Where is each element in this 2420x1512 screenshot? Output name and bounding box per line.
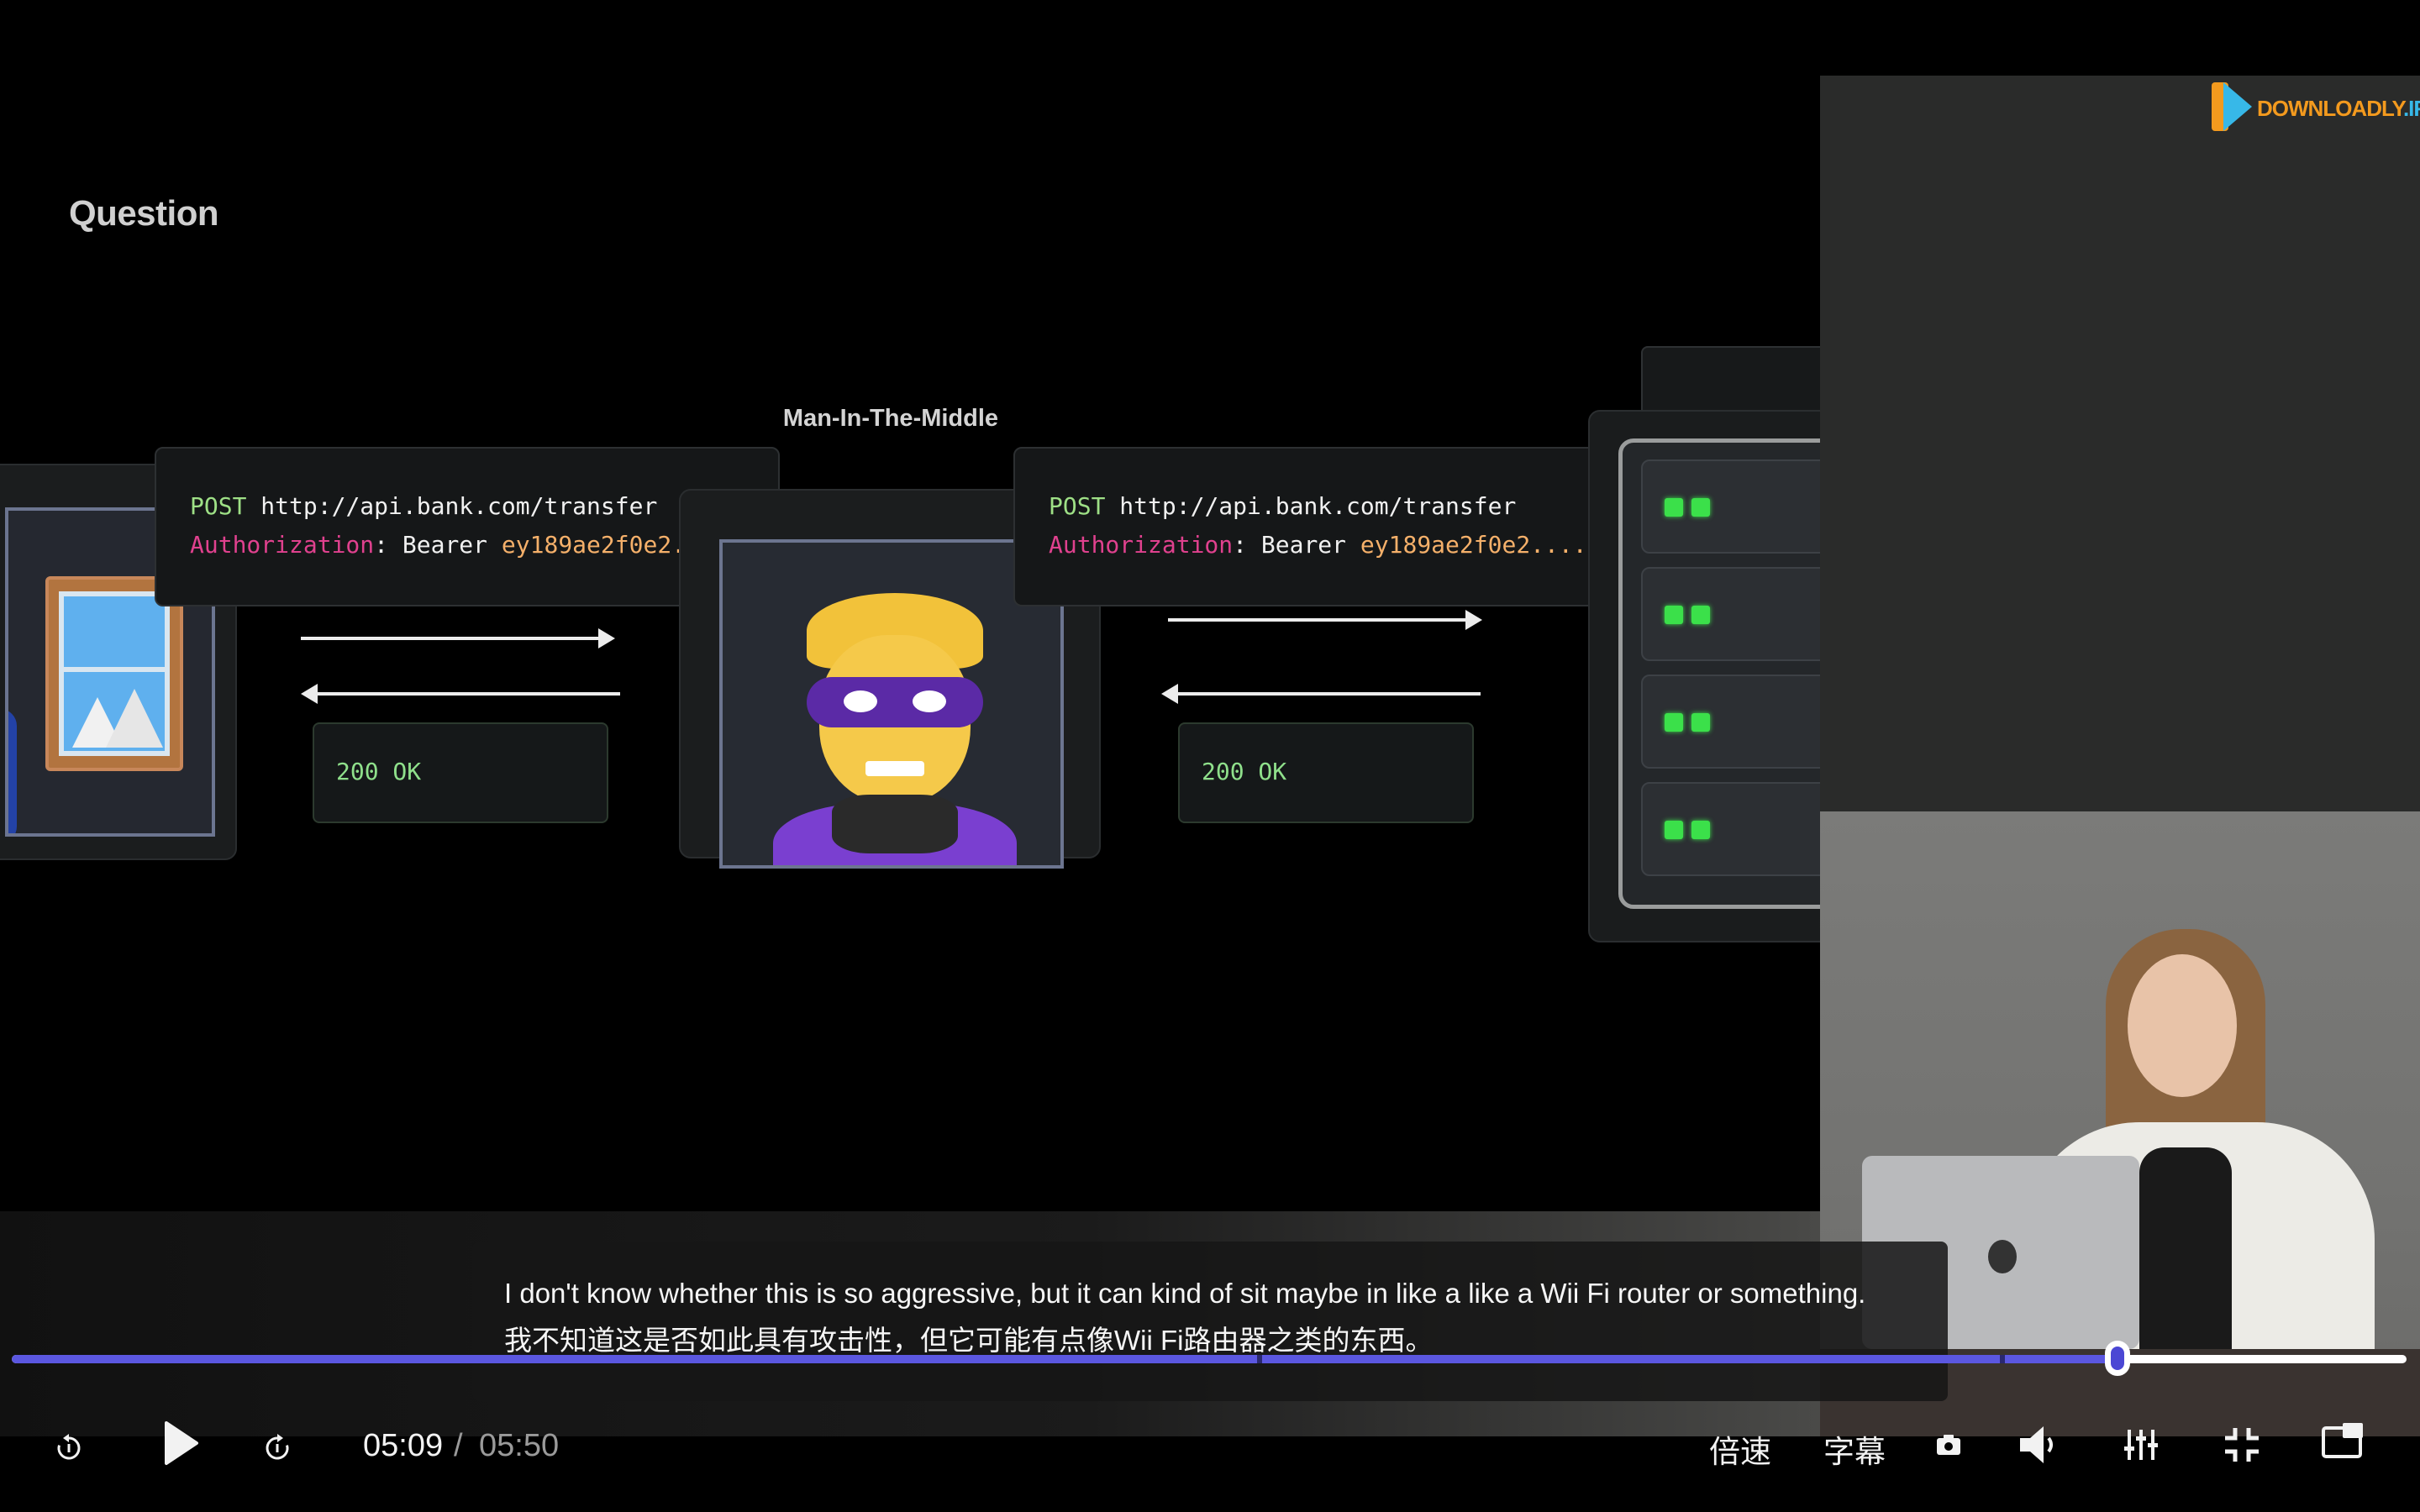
client-panel: [0, 464, 237, 860]
response-box-server: 200 OK: [1178, 722, 1474, 823]
picture-in-picture-button[interactable]: [2321, 1421, 2365, 1462]
arrow-right-2: [1168, 610, 1482, 630]
chapter-marker: [1999, 1355, 2005, 1363]
response-box-client: 200 OK: [313, 722, 608, 823]
play-button[interactable]: [161, 1420, 200, 1467]
time-separator: /: [454, 1428, 463, 1463]
villain-illustration: [773, 593, 1017, 865]
request-method: POST: [1049, 492, 1106, 520]
attacker-frame: [719, 539, 1064, 869]
forward-button[interactable]: [260, 1431, 294, 1465]
client-frame: [5, 507, 215, 837]
request-method: POST: [190, 492, 247, 520]
arrow-left-1: [301, 684, 620, 704]
watermark-logo: DOWNLOADLY.IR: [2210, 79, 2420, 138]
play-logo-icon: [2212, 82, 2252, 131]
auth-scheme: Bearer: [1260, 531, 1347, 559]
equalizer-button[interactable]: [2123, 1426, 2160, 1463]
equalizer-icon: [2124, 1430, 2158, 1460]
presenter-face: [2128, 954, 2237, 1097]
screenshot-button[interactable]: [1934, 1431, 1963, 1458]
mitm-label: Man-In-The-Middle: [782, 405, 999, 432]
rewind-icon: [57, 1434, 81, 1460]
chapter-marker: [1257, 1355, 1262, 1363]
exit-fullscreen-button[interactable]: [2222, 1425, 2262, 1465]
server-unit: [1641, 459, 1820, 554]
request-url: http://api.bank.com/transfer: [1119, 492, 1517, 520]
request-box-client: POST http://api.bank.com/transfer Author…: [155, 447, 780, 606]
rewind-button[interactable]: [52, 1431, 86, 1465]
arrow-right-1: [301, 628, 615, 648]
progress-thumb[interactable]: [2105, 1341, 2131, 1376]
picture-in-picture-icon: [2322, 1423, 2363, 1458]
video-frame[interactable]: Question Man-In-The-Middle POST http://a…: [0, 76, 2420, 1436]
auth-token: ey189ae2f0e2....: [1360, 531, 1587, 559]
person-edge-illustration: [8, 709, 17, 833]
auth-scheme: Bearer: [402, 531, 488, 559]
subtitle-button[interactable]: 字幕: [1823, 1435, 1886, 1469]
progress-fill: [12, 1355, 2118, 1363]
volume-button[interactable]: [2017, 1423, 2060, 1467]
server-unit: [1641, 782, 1820, 876]
subtitle-english: I don't know whether this is so aggressi…: [504, 1278, 1866, 1309]
apple-logo-icon: [1988, 1240, 2017, 1273]
subtitle-overlay: I don't know whether this is so aggressi…: [472, 1242, 1948, 1401]
play-icon: [165, 1421, 198, 1465]
server-unit: [1641, 675, 1820, 769]
top-letterbox: [0, 0, 2420, 76]
server-unit: [1641, 567, 1820, 661]
request-box-attacker: POST http://api.bank.com/transfer Author…: [1013, 447, 1639, 606]
current-time: 05:09: [363, 1428, 444, 1463]
slide-title: Question: [69, 193, 219, 233]
screenshot-icon: [1937, 1435, 1960, 1455]
request-url: http://api.bank.com/transfer: [260, 492, 658, 520]
window-illustration: [45, 576, 183, 771]
server-rack: [1618, 438, 1820, 909]
total-time: 05:50: [479, 1428, 560, 1463]
control-bar: [0, 1436, 2420, 1512]
arrow-left-2: [1161, 684, 1481, 704]
auth-header-key: Authorization: [1049, 531, 1234, 559]
speed-button[interactable]: 倍速: [1709, 1435, 1771, 1469]
auth-header-key: Authorization: [190, 531, 375, 559]
volume-icon: [2020, 1426, 2053, 1463]
forward-icon: [266, 1434, 289, 1460]
progress-bar[interactable]: [12, 1341, 2407, 1376]
presentation-slide: Question Man-In-The-Middle POST http://a…: [0, 76, 1820, 1211]
subtitle-chinese: 我不知道这是否如此具有攻击性，但它可能有点像Wii Fi路由器之类的东西。: [504, 1325, 1434, 1356]
exit-fullscreen-icon: [2225, 1428, 2259, 1462]
presenter-background-top: [1820, 76, 2420, 811]
watermark-text: DOWNLOADLY.IR: [2257, 96, 2420, 121]
